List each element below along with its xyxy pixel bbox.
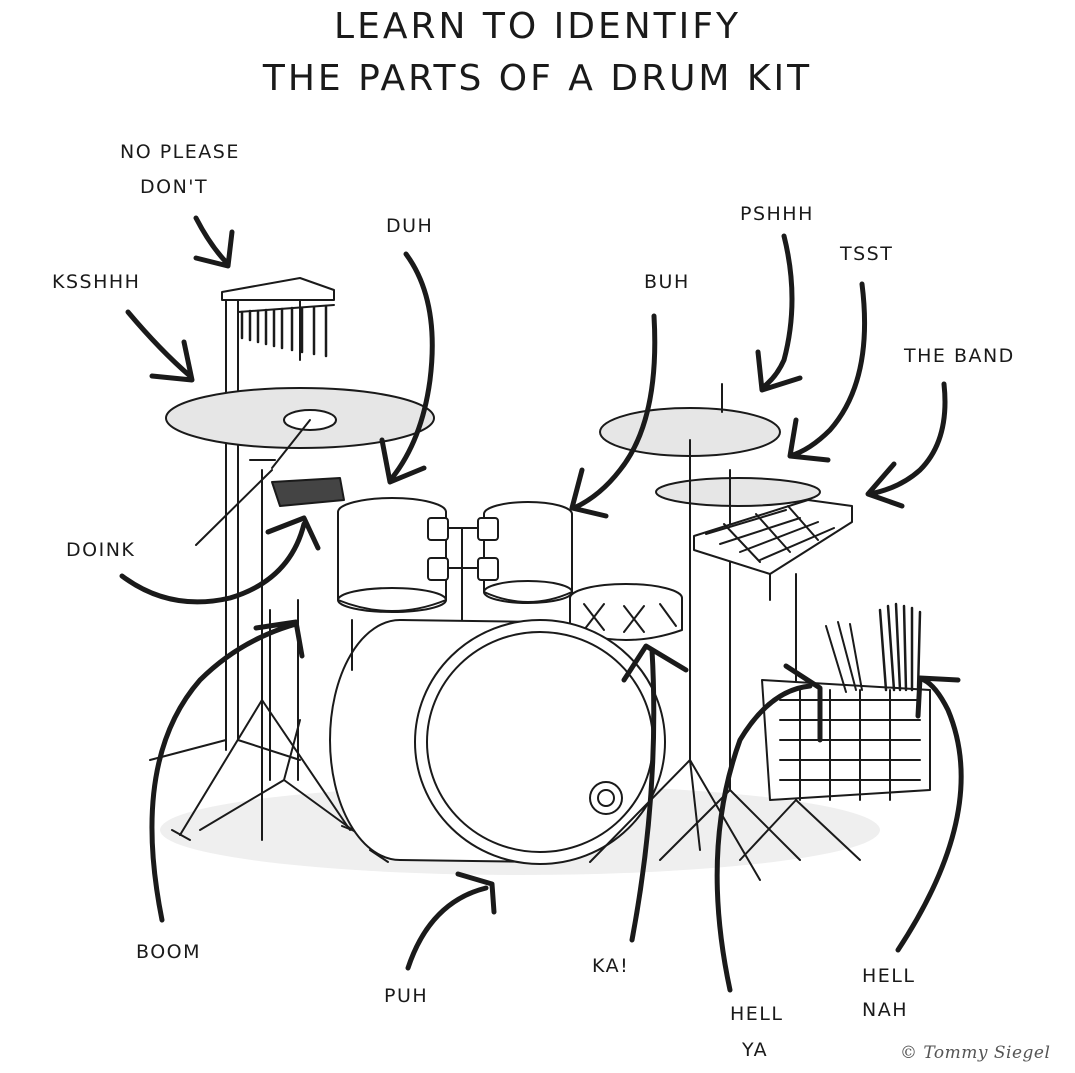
bass-drum <box>329 619 666 865</box>
arrows <box>119 215 964 993</box>
label-doink: DOINK <box>66 539 136 561</box>
arrow-ka <box>621 643 689 943</box>
rack-tom-left <box>337 497 447 613</box>
arrow-duh <box>379 251 435 485</box>
label-dont: DON'T <box>140 176 209 198</box>
arrow-hell-nah <box>895 675 964 953</box>
artist-signature: © Tommy Siegel <box>900 1043 1051 1063</box>
sampling-pad <box>693 499 861 861</box>
stick-bag <box>761 602 931 801</box>
label-the-band: THE BAND <box>904 345 1015 367</box>
arrow-doink <box>119 515 321 605</box>
label-no-please: NO PLEASE <box>120 141 240 163</box>
label-hell-ya-2: YA <box>742 1039 769 1061</box>
label-hell-nah-2: NAH <box>862 999 908 1021</box>
tom-mount <box>427 517 499 631</box>
cowbell <box>195 459 345 561</box>
label-duh: DUH <box>386 215 434 237</box>
title-line-2: THE PARTS OF A DRUM KIT <box>262 58 813 99</box>
arrow-puh <box>405 871 497 971</box>
arrow-boom <box>149 619 305 923</box>
arrow-pshhh <box>755 233 803 393</box>
arrow-hell-ya <box>714 663 823 993</box>
label-boom: BOOM <box>136 941 202 963</box>
label-hell-ya-1: HELL <box>730 1003 784 1025</box>
label-ka: KA! <box>592 955 630 977</box>
label-tsst: TSST <box>840 243 894 265</box>
arrow-the-band <box>865 381 948 509</box>
label-buh: BUH <box>644 271 690 293</box>
label-hell-nah-1: HELL <box>862 965 916 987</box>
arrow-ksshhh <box>125 309 195 383</box>
arrow-no-please-dont <box>193 215 235 269</box>
crash-cymbal <box>165 387 435 469</box>
title-line-1: LEARN TO IDENTIFY <box>334 6 741 47</box>
snare-drum <box>569 583 683 641</box>
arrow-tsst <box>787 281 868 463</box>
chimes <box>149 277 335 761</box>
rack-tom-right <box>483 501 573 604</box>
label-puh: PUH <box>384 985 429 1007</box>
arrow-buh <box>569 313 658 519</box>
label-ksshhh: KSSHHH <box>52 271 141 293</box>
label-pshhh: PSHHH <box>740 203 814 225</box>
